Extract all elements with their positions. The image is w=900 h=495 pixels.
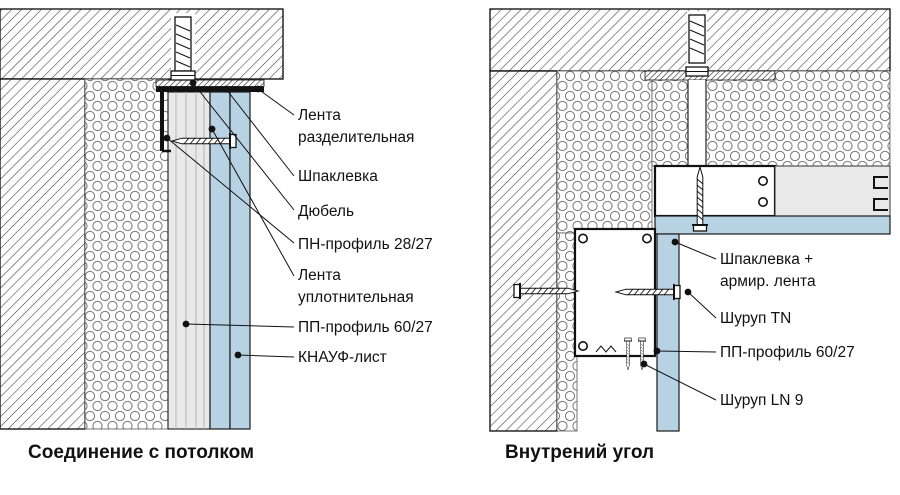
dowel-thread <box>175 24 191 68</box>
profile-lip-curl <box>578 233 589 244</box>
leader-screw-tn <box>687 291 717 319</box>
dowel-sleeve <box>688 14 706 64</box>
hanger-clearance <box>688 80 706 167</box>
leader-dot <box>182 320 190 328</box>
pp-profile-ceiling-section <box>653 164 777 218</box>
profile-lip-curl <box>578 340 589 351</box>
label-pp-profile: ПП-профиль 60/27 <box>720 344 855 361</box>
leader-dowel <box>192 82 295 211</box>
leader-pp-profile <box>656 350 717 353</box>
profile-lip-curl <box>757 176 768 187</box>
channel-bracket <box>873 198 888 211</box>
label-putty-tape-2: армир. лента <box>720 273 816 290</box>
leader-dot <box>189 79 197 87</box>
leader-pp-profile <box>185 323 295 328</box>
knauf-board-layer2 <box>229 91 251 430</box>
leader-dot <box>640 360 648 368</box>
sealing-tape-strip <box>644 70 776 81</box>
leader-knauf-sheet <box>237 354 295 358</box>
profile-lip-curl <box>642 233 653 244</box>
leader-dot <box>671 238 679 246</box>
label-separation-tape-1: Лента <box>298 107 341 124</box>
wall-hatch <box>489 70 558 432</box>
pp-profile-band <box>167 91 211 430</box>
caption-ceiling-connection: Соединение с потолком <box>28 442 255 463</box>
ceiling-connection-drawing: Лента разделительная Шпаклевка Дюбель ПН… <box>0 8 433 430</box>
knauf-board-ceiling <box>654 215 891 235</box>
leader-pn-profile <box>166 137 295 244</box>
panel-ceiling-connection: Лента разделительная Шпаклевка Дюбель ПН… <box>0 8 433 463</box>
label-screw-ln: Шуруп LN 9 <box>720 392 803 409</box>
profile-continuation-band <box>774 165 891 217</box>
profile-knurl <box>595 345 617 353</box>
knauf-board-wall <box>656 233 680 432</box>
leader-separation-tape <box>257 88 295 116</box>
leader-dot <box>208 125 216 133</box>
label-pn-profile: ПН-профиль 28/27 <box>298 236 433 253</box>
label-pp-profile: ПП-профиль 60/27 <box>298 319 433 336</box>
leader-dot <box>222 85 230 93</box>
label-dowel: Дюбель <box>298 203 354 220</box>
mineral-wool-corner <box>556 70 653 234</box>
dowel-thread <box>689 20 705 55</box>
leader-dot <box>653 347 661 355</box>
leader-dot <box>163 134 171 142</box>
label-putty: Шпаклевка <box>298 168 378 185</box>
leader-dot <box>254 85 262 93</box>
caption-internal-corner: Внутрений угол <box>505 442 655 463</box>
label-screw-tn: Шуруп TN <box>720 310 791 327</box>
leader-screw-ln <box>643 363 717 401</box>
leader-dot <box>234 351 242 359</box>
panel-internal-corner: Шпаклевка + армир. лента Шуруп TN ПП-про… <box>450 0 900 495</box>
separation-tape <box>155 79 265 87</box>
label-sealing-tape-1: Лента <box>298 267 341 284</box>
leader-dot <box>684 288 692 296</box>
label-knauf-sheet: КНАУФ-лист <box>298 349 387 366</box>
ceiling-slab-hatch <box>0 8 284 80</box>
leader-putty-tape <box>674 241 717 260</box>
label-sealing-tape-2: уплотнительная <box>298 289 414 306</box>
profile-lip-curl <box>757 197 768 208</box>
pn-profile-flange <box>156 86 264 92</box>
leader-putty <box>225 88 295 177</box>
label-putty-tape-1: Шпаклевка + <box>720 251 813 268</box>
channel-bracket <box>873 176 888 189</box>
wall-hatch <box>0 78 86 430</box>
mineral-wool <box>84 78 169 430</box>
internal-corner-drawing: Шпаклевка + армир. лента Шуруп TN ПП-про… <box>489 8 891 432</box>
leader-sealing-tape <box>211 128 295 277</box>
label-separation-tape-2: разделительная <box>298 129 414 146</box>
